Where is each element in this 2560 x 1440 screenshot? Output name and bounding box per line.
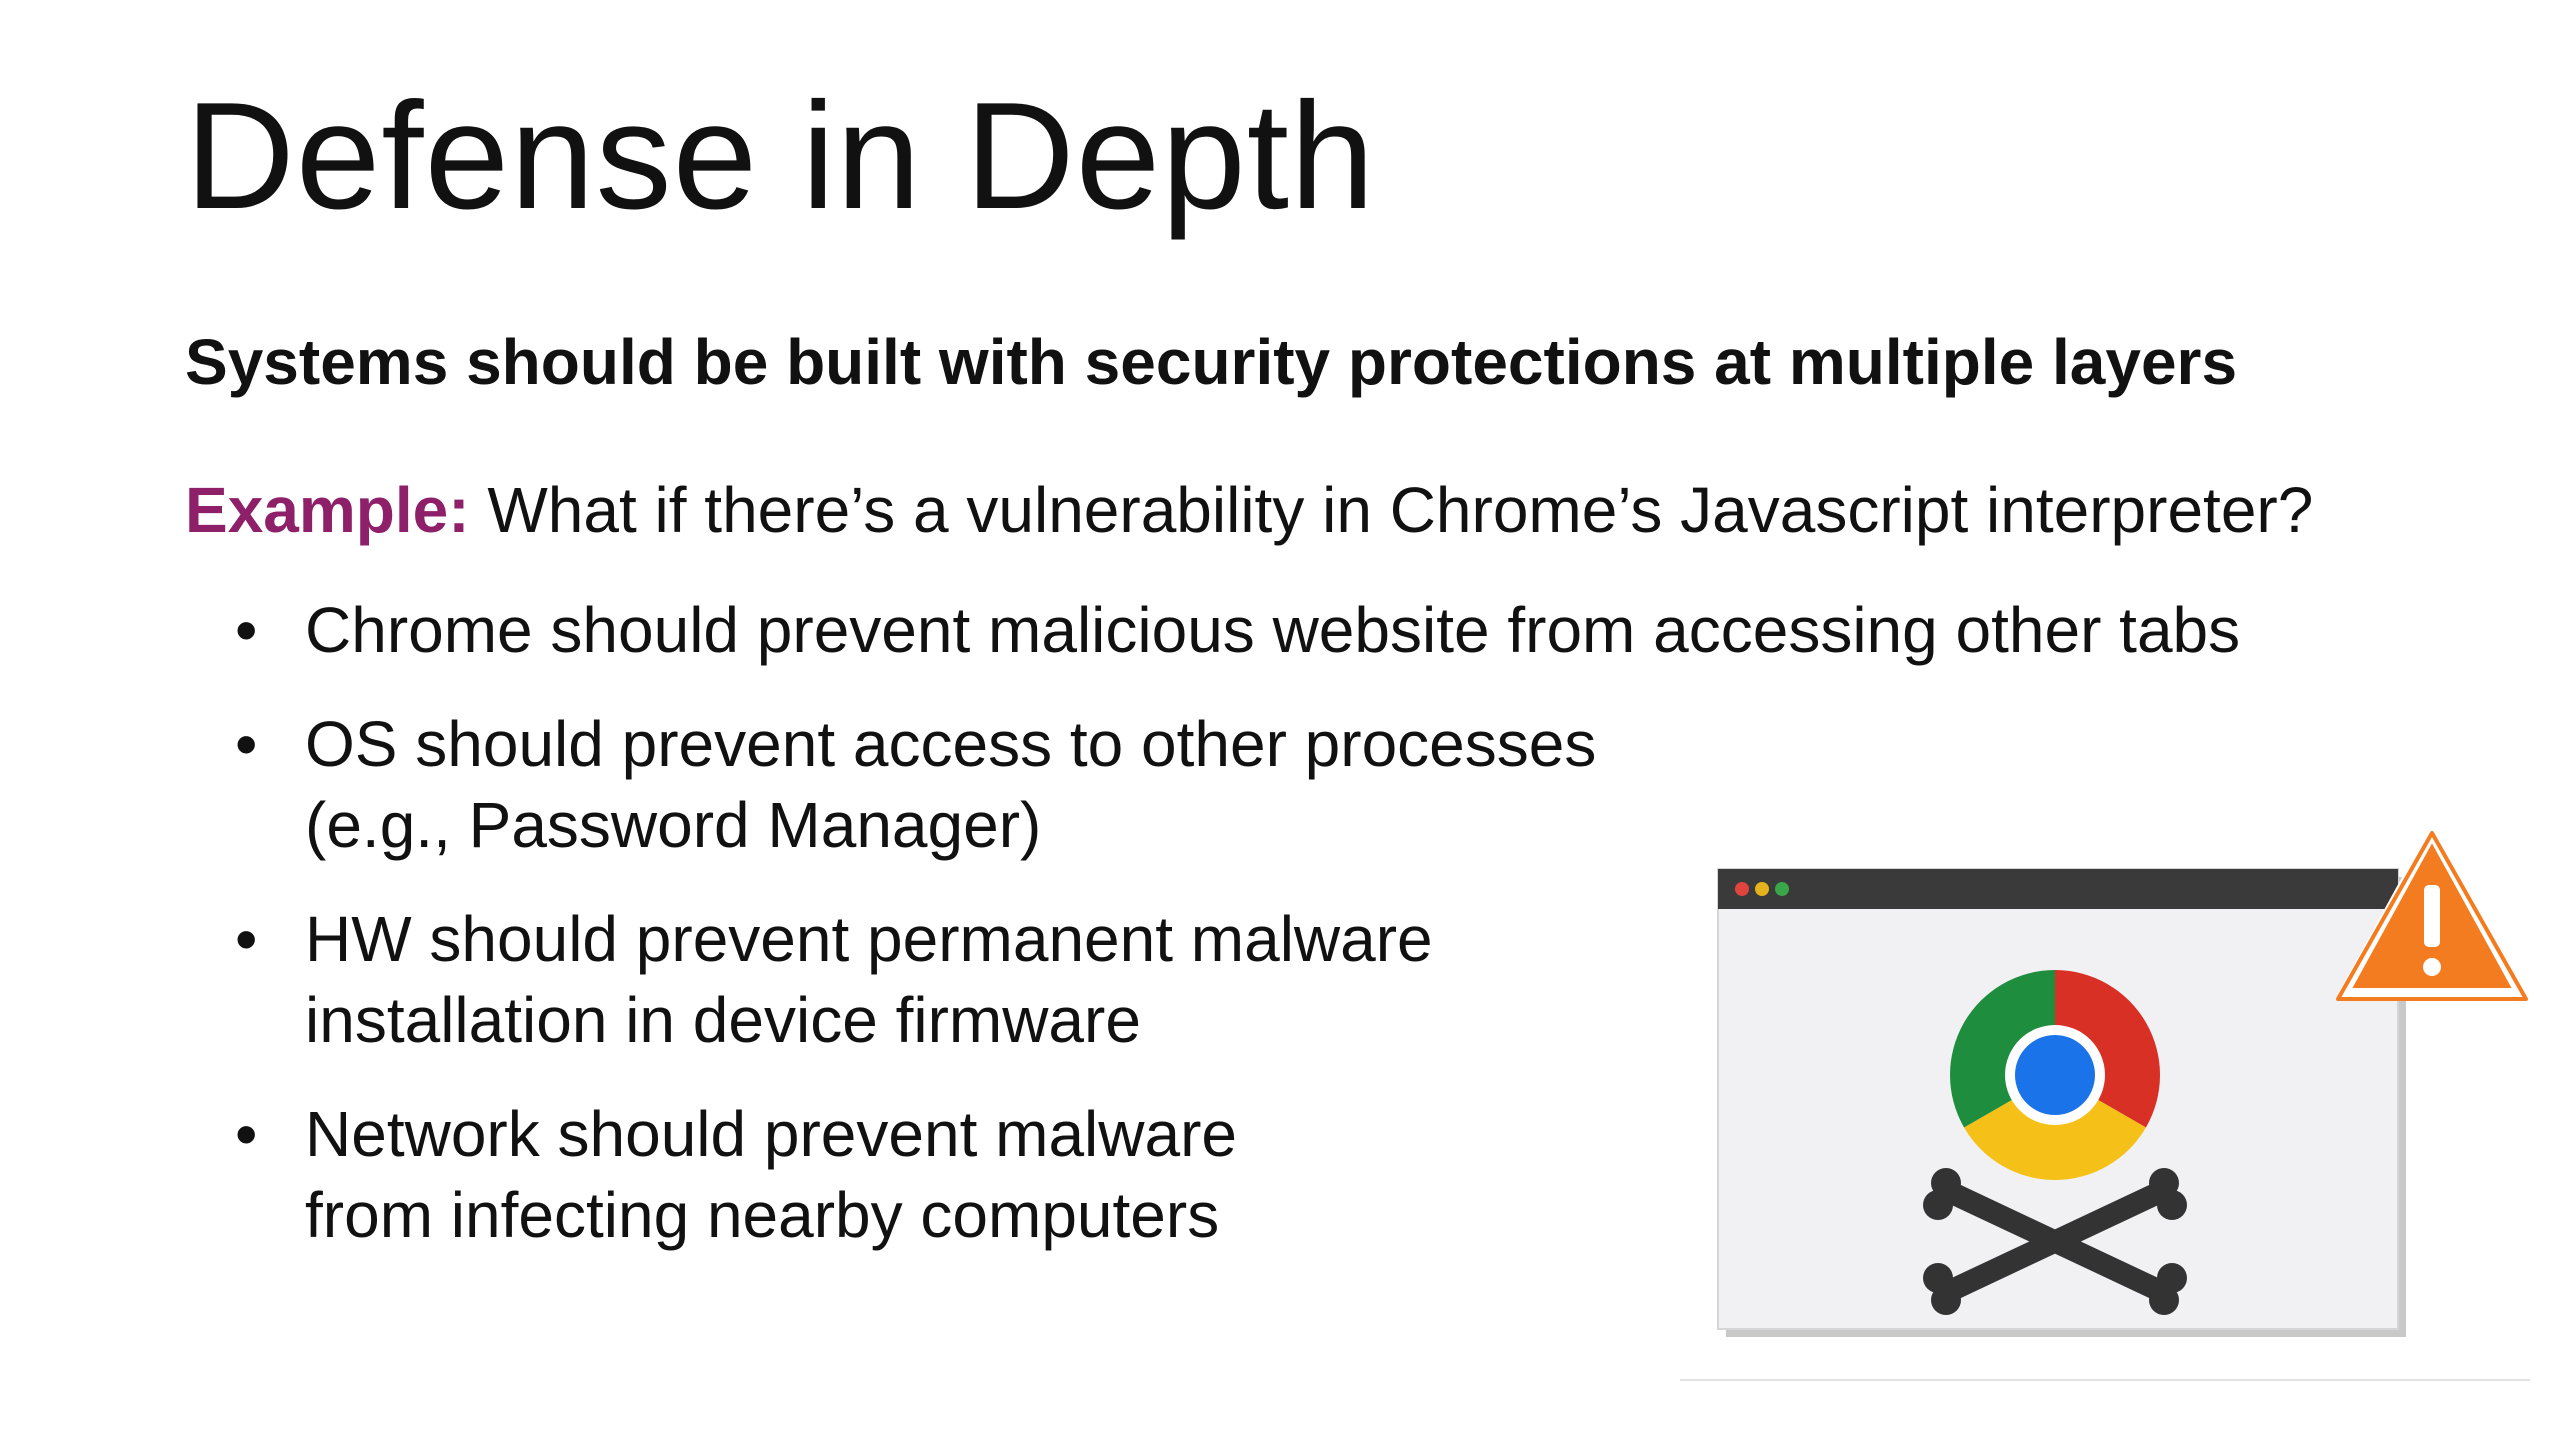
bullet-text: HW should prevent permanent malware	[305, 903, 1433, 975]
slide-title: Defense in Depth	[185, 71, 1376, 241]
example-line: Example: What if there’s a vulnerability…	[185, 478, 2313, 542]
bullet-dot: •	[235, 708, 258, 780]
bullet-item: • HW should prevent permanent malware in…	[235, 899, 2240, 1061]
bullet-item: • Chrome should prevent malicious websit…	[235, 590, 2240, 671]
bullet-text: OS should prevent access to other proces…	[305, 708, 1597, 780]
bullet-item: • OS should prevent access to other proc…	[235, 704, 2240, 866]
bullet-item: • Network should prevent malware from in…	[235, 1094, 2240, 1256]
slide-subtitle: Systems should be built with security pr…	[185, 326, 2238, 398]
chrome-logo-icon	[1950, 970, 2160, 1180]
compromised-browser-illustration	[1680, 828, 2530, 1381]
bullet-dot: •	[235, 594, 258, 666]
bullet-text: installation in device firmware	[305, 984, 1141, 1056]
crossbones-icon	[1923, 1168, 2187, 1315]
bullet-text: Network should prevent malware	[305, 1098, 1237, 1170]
bullet-text: Chrome should prevent malicious website …	[305, 594, 2241, 666]
example-label: Example:	[185, 474, 470, 546]
bullet-dot: •	[235, 903, 258, 975]
bullet-text: from infecting nearby computers	[305, 1179, 1220, 1251]
example-text: What if there’s a vulnerability in Chrom…	[469, 474, 2314, 546]
bullet-text: (e.g., Password Manager)	[305, 789, 1042, 861]
bullet-dot: •	[235, 1098, 258, 1170]
bullet-list: • Chrome should prevent malicious websit…	[235, 590, 2240, 1289]
warning-triangle-icon	[2336, 828, 2528, 1001]
